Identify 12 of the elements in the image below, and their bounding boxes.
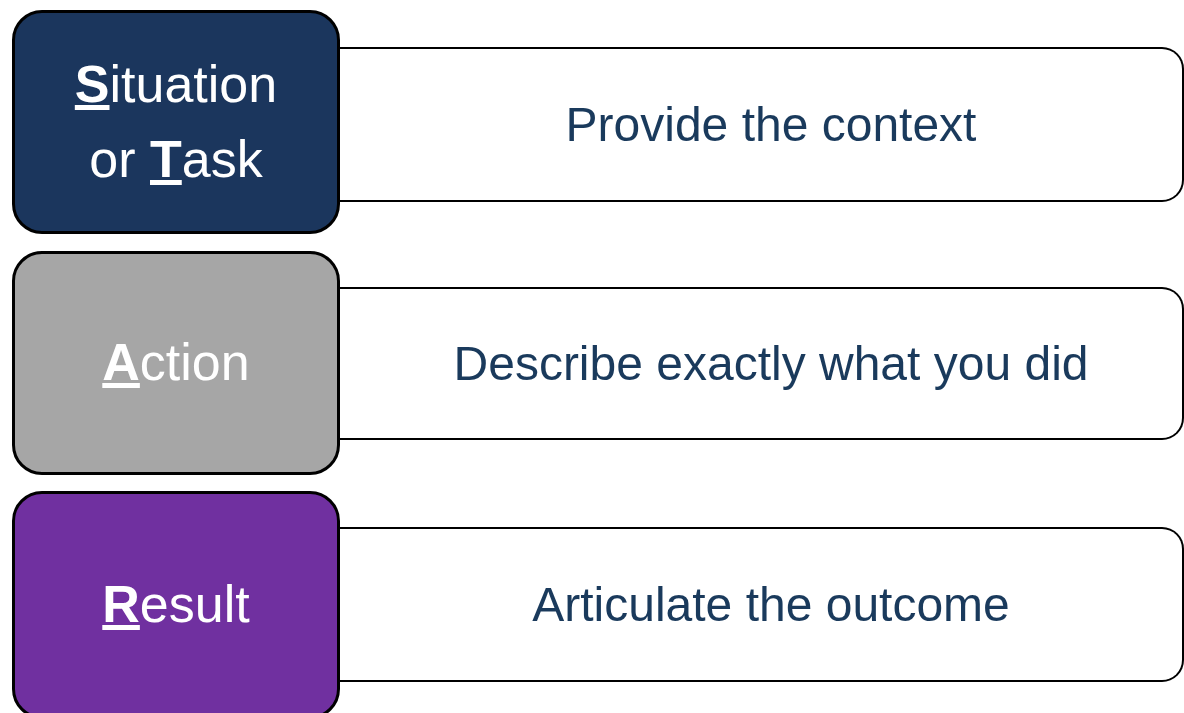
star-step-label: Result: [102, 574, 250, 636]
star-step-label: Action: [102, 332, 250, 394]
description-text: Articulate the outcome: [532, 577, 1010, 632]
description-text: Provide the context: [565, 97, 977, 152]
description-box: [340, 527, 1184, 682]
description-box: [340, 287, 1184, 440]
star-step-label: Situation or Task: [74, 53, 278, 190]
description-box: [340, 47, 1184, 202]
key-letter-box: [12, 491, 340, 713]
description-text: Describe exactly what you did: [453, 336, 1089, 391]
key-letter-box: [12, 251, 340, 475]
key-letter-box: [12, 10, 340, 234]
